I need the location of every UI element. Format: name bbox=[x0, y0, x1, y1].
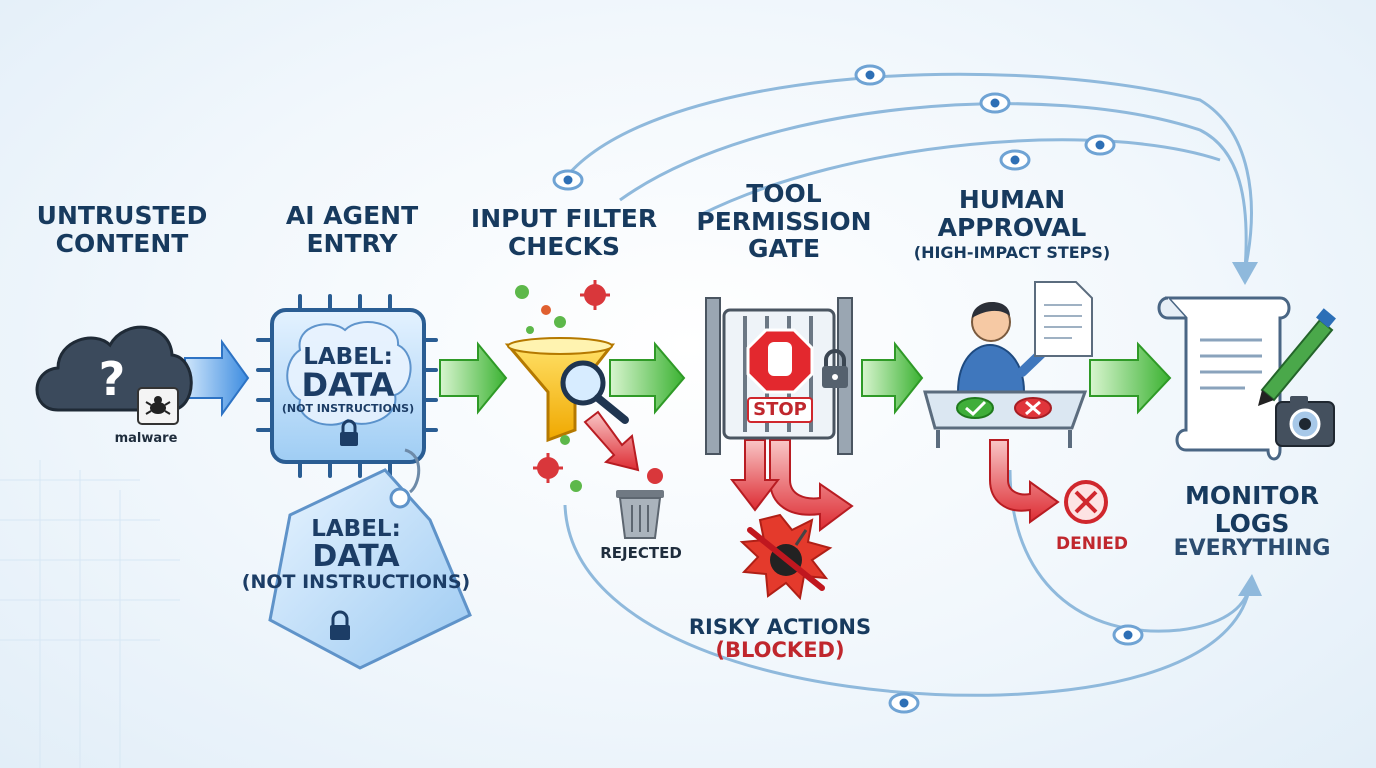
svg-text:?: ? bbox=[99, 352, 126, 406]
bomb-icon bbox=[739, 513, 833, 601]
particle-dots bbox=[515, 285, 582, 492]
chip-icon bbox=[256, 294, 438, 478]
check-icon bbox=[956, 397, 994, 419]
virus-icon bbox=[533, 280, 663, 484]
padlock-icon bbox=[822, 349, 848, 388]
person-icon bbox=[956, 301, 1050, 393]
tag-label: LABEL: DATA (NOT INSTRUCTIONS) bbox=[241, 516, 471, 593]
magnifier-icon bbox=[560, 360, 629, 424]
pen-icon bbox=[1258, 308, 1336, 406]
stop-hand-icon bbox=[746, 328, 814, 394]
scroll-log-icon bbox=[1157, 296, 1291, 461]
eye-icon bbox=[1084, 134, 1116, 156]
green-flow-arrows bbox=[439, 341, 1172, 415]
malware-label: malware bbox=[114, 431, 178, 446]
trash-icon bbox=[616, 490, 664, 539]
eye-icon bbox=[979, 92, 1011, 114]
gate-icon bbox=[705, 297, 853, 455]
denied-label: DENIED bbox=[1055, 534, 1129, 554]
brain-icon bbox=[286, 321, 412, 426]
eye-icon bbox=[552, 169, 584, 191]
eye-icons bbox=[552, 64, 1144, 714]
chip-label: LABEL: DATA (NOT INSTRUCTIONS) bbox=[281, 344, 415, 415]
eye-icon bbox=[999, 149, 1031, 171]
cross-icon bbox=[1014, 397, 1052, 419]
denied-icon bbox=[1064, 480, 1108, 524]
risky-label: RISKY ACTIONS(BLOCKED) bbox=[688, 615, 872, 663]
bug-icon bbox=[137, 387, 179, 425]
eye-icon bbox=[1112, 624, 1144, 646]
eye-icon bbox=[854, 64, 886, 86]
lock-icon bbox=[340, 419, 358, 446]
eye-icon bbox=[888, 692, 920, 714]
stop-label: STOP bbox=[753, 399, 807, 420]
camera-icon bbox=[1275, 396, 1335, 447]
lock-icon bbox=[330, 610, 350, 640]
rejected-label: REJECTED bbox=[600, 544, 682, 562]
loop-arrowheads bbox=[1232, 262, 1262, 596]
red-branch-arrows bbox=[583, 410, 1060, 532]
tag-icon bbox=[268, 448, 472, 670]
blue-flow-arrow bbox=[184, 338, 250, 418]
background-grid bbox=[0, 460, 180, 768]
document-icon bbox=[1034, 281, 1093, 357]
